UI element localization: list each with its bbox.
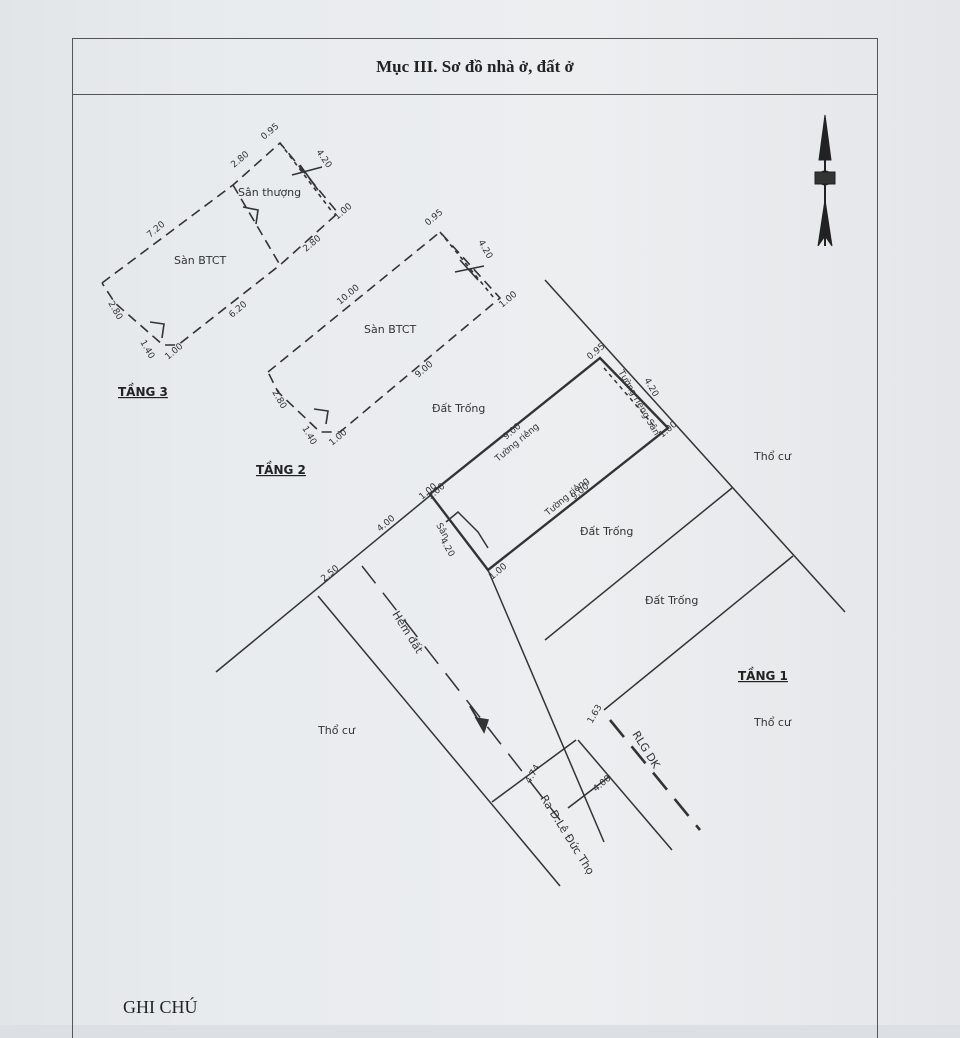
floor2-dim: 1.00 <box>498 290 520 311</box>
north-arrow-icon <box>814 114 836 247</box>
floor3-area-rooftop: Sân thượng <box>238 186 301 199</box>
floor1-dim: 1.00 <box>658 420 680 441</box>
floor1-dim: 4.20 <box>437 537 456 560</box>
floor1-dim: 2.50 <box>320 564 342 585</box>
page-title: Mục III. Sơ đồ nhà ở, đất ở <box>376 56 574 76</box>
floor2-dim: 2.80 <box>269 389 288 412</box>
floor2-area-slab: Sàn BTCT <box>364 323 416 336</box>
floor1-area-vacant: Đất Trống <box>645 594 698 607</box>
floor2-dim: 1.00 <box>328 428 350 449</box>
floor3-dim: 2.80 <box>230 150 252 171</box>
floor2-dim: 9.00 <box>414 360 436 381</box>
floor3-dim: 4.20 <box>314 148 334 170</box>
floor3-label: TẦNG 3 <box>118 382 168 399</box>
floor3-dim: 2.80 <box>105 300 124 323</box>
floor3-dim: 0.95 <box>260 122 282 143</box>
floor1-plan <box>215 279 846 887</box>
floor1-area-vacant: Đất Trống <box>580 525 633 538</box>
notes-heading: GHI CHÚ <box>123 997 198 1017</box>
floor3-dim: 2.80 <box>302 234 324 255</box>
floor3-dim: 1.40 <box>137 339 156 362</box>
floor1-alley: Hẻm đất <box>389 609 425 657</box>
floor3-plan <box>101 141 340 346</box>
floor1-area-residential: Thổ cư <box>753 716 792 729</box>
floor2-dim: 0.95 <box>424 208 446 229</box>
floor2-plan <box>267 230 502 433</box>
floor1-area-vacant: Đất Trống <box>432 402 485 415</box>
floor3-dim: 7.20 <box>146 220 168 241</box>
floor1-area-residential: Thổ cư <box>317 724 356 737</box>
floor3-dim: 1.00 <box>333 202 355 223</box>
title-bar: Mục III. Sơ đồ nhà ở, đất ở <box>73 39 877 95</box>
floor2-label: TẦNG 2 <box>256 460 306 477</box>
floor1-label: TẦNG 1 <box>738 666 788 683</box>
floor2-dim: 4.20 <box>475 239 494 262</box>
floor1-dim: 1.63 <box>586 703 605 725</box>
floor1-dim: 1.00 <box>488 562 510 583</box>
floor1-dim: 4.20 <box>641 377 660 400</box>
floor3-area-slab: Sàn BTCT <box>174 254 226 267</box>
floor1-area-residential: Thổ cư <box>753 450 792 463</box>
floor2-dim: 10.00 <box>336 283 362 307</box>
diagram-frame: Mục III. Sơ đồ nhà ở, đất ở GHI CHÚ <box>72 38 878 1038</box>
